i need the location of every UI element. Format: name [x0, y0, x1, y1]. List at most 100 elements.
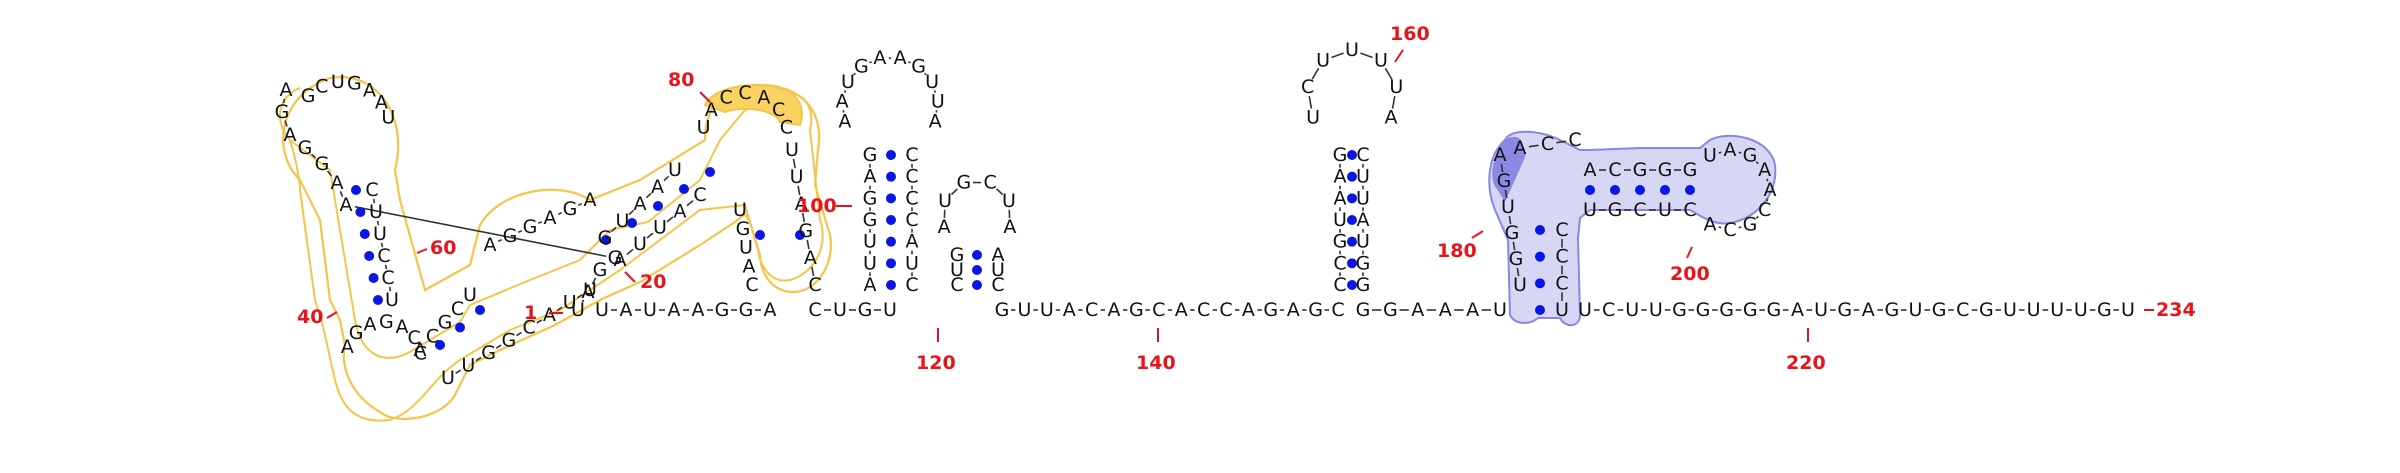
- nucleotide: A: [1494, 144, 1507, 166]
- tick-80: [699, 91, 711, 103]
- nucleotide: C: [1219, 299, 1232, 321]
- base-pair-dot: [364, 251, 375, 261]
- nucleotide: G: [1333, 144, 1348, 166]
- position-number-220: 220: [1786, 352, 1826, 374]
- nucleotide: C: [1555, 219, 1568, 241]
- nucleotide: C: [377, 245, 390, 267]
- nucleotide: U: [1513, 274, 1527, 296]
- nucleotide: G: [739, 299, 754, 321]
- nucleotide: A: [1758, 159, 1771, 181]
- backbone-link: [1516, 267, 1520, 277]
- backbone-link: [1500, 163, 1504, 173]
- nucleotide: C: [905, 209, 918, 231]
- nucleotide: C: [1555, 246, 1568, 268]
- backbone-link: [384, 264, 388, 270]
- nucleotide: C: [426, 325, 439, 347]
- backbone-link: [372, 198, 376, 204]
- backbone-link: [610, 226, 617, 233]
- nucleotide: G: [503, 225, 518, 247]
- backbone-link: [908, 61, 911, 64]
- nucleotide: G: [1743, 214, 1758, 236]
- nucleotide: U: [2050, 299, 2064, 321]
- backbone-link: [326, 170, 333, 177]
- nucleotide: C: [1197, 299, 1210, 321]
- nucleotide: C: [1956, 299, 1969, 321]
- backbone-link: [339, 191, 344, 197]
- nucleotide: U: [595, 299, 609, 321]
- nucleotide: C: [407, 327, 420, 349]
- nucleotide: A: [1063, 299, 1076, 321]
- base-pair-dot: [1347, 150, 1357, 160]
- nucleotide: A: [1764, 179, 1777, 201]
- nucleotide: A: [396, 316, 409, 338]
- yellow-filled-loop: [703, 84, 803, 127]
- base-pair-dot: [1685, 185, 1695, 195]
- nucleotide: C: [808, 274, 821, 296]
- nucleotide: G: [957, 172, 972, 194]
- base-pair-dot: [1347, 280, 1357, 290]
- nucleotide: G: [1356, 252, 1371, 274]
- nucleotide: G: [911, 55, 926, 77]
- blue-highlight-dark-start: [1492, 137, 1526, 202]
- backbone-link: [536, 319, 543, 324]
- nucleotide: A: [484, 234, 497, 256]
- nucleotide: C: [1555, 272, 1568, 294]
- nucleotide: U: [1356, 231, 1370, 253]
- base-pair-dot: [972, 265, 982, 275]
- backbone-link: [1738, 226, 1742, 229]
- nucleotide: G: [1509, 248, 1524, 270]
- nucleotide: U: [1501, 196, 1515, 218]
- nucleotide: G: [858, 299, 873, 321]
- backbone-link: [1718, 226, 1722, 229]
- nucleotide: U: [2074, 299, 2088, 321]
- base-pair-dot: [1585, 185, 1595, 195]
- nucleotide: U: [841, 71, 855, 93]
- tick-200: [1686, 246, 1693, 259]
- position-number-20: 20: [640, 271, 666, 293]
- nucleotide: U: [1040, 299, 1054, 321]
- nucleotide: C: [720, 86, 733, 108]
- base-pair-dot: [627, 218, 637, 228]
- nucleotide: U: [1814, 299, 1828, 321]
- backbone-link: [645, 192, 652, 199]
- nucleotide: G: [1767, 299, 1782, 321]
- backbone-link: [1512, 241, 1516, 251]
- base-pair-dot: [368, 273, 379, 283]
- nucleotide: C: [1602, 299, 1615, 321]
- nucleotide: G: [1932, 299, 1947, 321]
- nucleotide: G: [598, 227, 613, 249]
- base-pair-dot: [886, 280, 896, 290]
- nucleotide: C: [1333, 252, 1346, 274]
- backbone-link: [455, 369, 462, 374]
- nucleotide: A: [634, 193, 647, 215]
- position-number-140: 140: [1136, 352, 1176, 374]
- backbone-link: [933, 90, 937, 93]
- base-pair-dot: [601, 235, 611, 245]
- position-number-60: 60: [430, 237, 456, 259]
- nucleotide: A: [1334, 166, 1347, 188]
- nucleotide: A: [620, 299, 633, 321]
- nucleotide: G: [995, 299, 1010, 321]
- nucleotide: U: [785, 139, 799, 161]
- position-number-200: 200: [1670, 263, 1710, 285]
- nucleotide: G: [1608, 199, 1623, 221]
- base-pair-dot: [705, 167, 715, 177]
- nucleotide: A: [543, 304, 556, 326]
- nucleotide: C: [905, 144, 918, 166]
- nucleotide: A: [764, 299, 777, 321]
- nucleotide: C: [1333, 274, 1346, 296]
- nucleotide: G: [298, 137, 313, 159]
- nucleotide: U: [1356, 187, 1370, 209]
- nucleotide: C: [1541, 133, 1554, 155]
- nucleotide: G: [301, 85, 316, 107]
- nucleotide: A: [1514, 137, 1527, 159]
- nucleotide: U: [373, 223, 387, 245]
- backbone-link: [1508, 215, 1512, 225]
- nucleotide: A: [584, 189, 597, 211]
- backbone-link: [495, 344, 502, 349]
- nucleotide: G: [1356, 299, 1371, 321]
- nucleotide: U: [931, 90, 945, 112]
- nucleotide: U: [616, 210, 630, 232]
- backbone-lines: [282, 52, 2119, 374]
